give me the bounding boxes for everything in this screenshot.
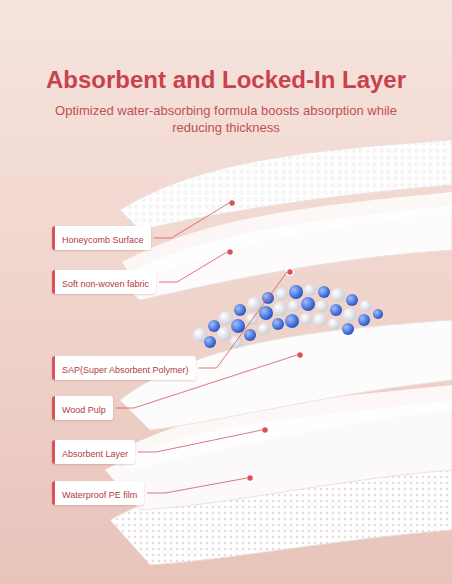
part-label: Soft non-woven fabric: [62, 279, 149, 290]
leader-line: [199, 272, 287, 368]
label-box: SAP(Super Absorbent Polymer): [52, 356, 196, 380]
label-box: Honeycomb Surface: [52, 226, 151, 250]
leader-line: [159, 252, 227, 282]
leader-line: [147, 478, 247, 493]
label-box: Waterproof PE film: [52, 481, 144, 505]
part-label: SAP(Super Absorbent Polymer): [62, 365, 189, 376]
leader-line: [154, 203, 229, 238]
subtitle: Optimized water-absorbing formula boosts…: [46, 102, 406, 136]
label-box: Wood Pulp: [52, 396, 113, 420]
label-box: Soft non-woven fabric: [52, 270, 156, 294]
part-label: Wood Pulp: [62, 405, 106, 416]
leader-line: [138, 430, 262, 452]
part-label: Waterproof PE film: [62, 490, 137, 501]
title: Absorbent and Locked-In Layer: [10, 66, 442, 94]
part-label: Honeycomb Surface: [62, 235, 144, 246]
label-box: Absorbent Layer: [52, 440, 135, 464]
part-label: Absorbent Layer: [62, 449, 128, 460]
